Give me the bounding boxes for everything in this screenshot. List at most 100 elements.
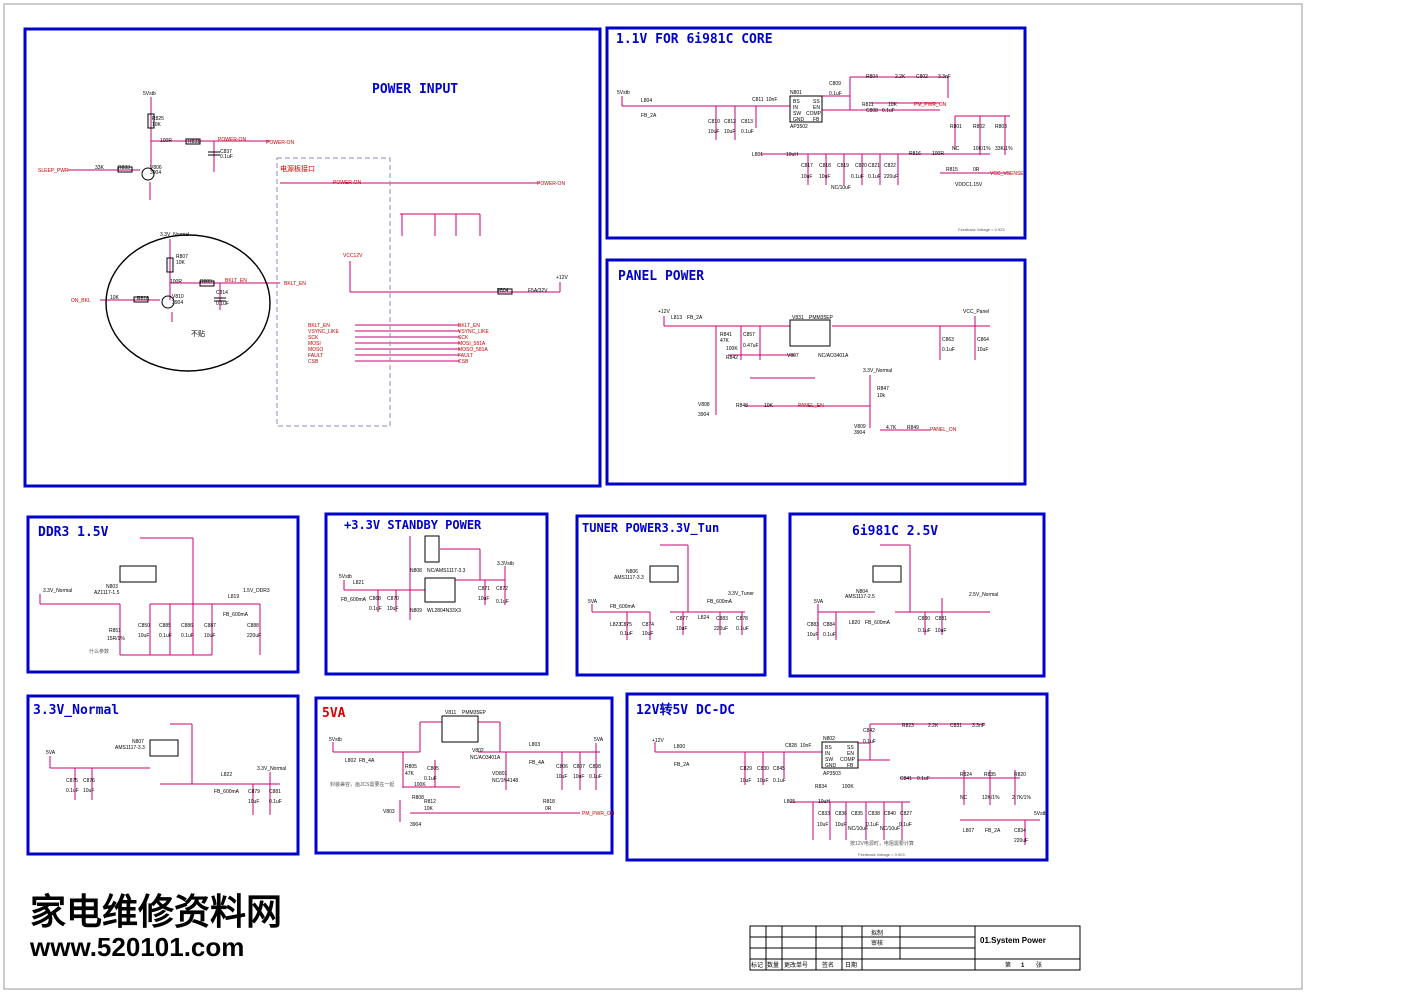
tb-col-2: 更改单号 — [784, 961, 808, 969]
value-r842: 100K — [726, 346, 738, 352]
value-r804: 2.2K — [895, 74, 906, 80]
net-3v3-normal: 3.3V_Normal — [160, 232, 189, 238]
value-r833: 33K — [95, 165, 105, 171]
value-v831: PMM35EP — [809, 315, 834, 321]
value-r803: 33K/1% — [995, 146, 1013, 152]
net-ddr3-out: 1.5V_DDR3 — [243, 588, 270, 594]
value-v810: 3904 — [172, 300, 183, 306]
dcdc-cap-2: C835 — [851, 811, 863, 817]
5va-cap-2: C808 — [589, 764, 601, 770]
tb-col-4: 日期 — [845, 961, 857, 969]
label-n803: N803 — [106, 584, 118, 590]
title-normal: 3.3V_Normal — [33, 703, 119, 718]
standby-cap-3: C872 — [496, 586, 508, 592]
label-l819: L819 — [228, 594, 239, 600]
ic-n801 — [789, 95, 823, 123]
label-l801: L801 — [752, 152, 763, 158]
tuner-cap-1: C874 — [642, 622, 654, 628]
v25-cap-1: C884 — [823, 622, 835, 628]
net-bklt-en-2: BKLT_EN — [284, 281, 306, 287]
core-capv-2: NC/10uF — [831, 185, 851, 191]
value-c841: 0.1uF — [917, 776, 930, 782]
frame-5va — [314, 696, 614, 855]
label-r807: R807 — [176, 254, 188, 260]
normal-cap-3: C881 — [269, 789, 281, 795]
bus-right-0: BKLT_EN — [458, 323, 480, 329]
tuner-cap-0: C875 — [620, 622, 632, 628]
value-c808: 0.1uF — [882, 108, 895, 114]
label-c831: C831 — [950, 723, 962, 729]
value-r811: 10K — [888, 102, 898, 108]
value-c864: 10uF — [977, 347, 988, 353]
core-cap-4: C821 — [868, 163, 880, 169]
net-sleep-pwr: SLEEP_PWR — [38, 168, 69, 174]
ic-n802 — [821, 741, 859, 769]
label-c810: C810 — [708, 119, 720, 125]
bus-right-2: SCK — [458, 335, 469, 341]
core-cap-5: C822 — [884, 163, 896, 169]
value-v802: NC/AO3401A — [470, 755, 501, 761]
bus-right-5: FAULT — [458, 353, 473, 359]
value-r841: 47K — [720, 338, 730, 344]
standby-cap-0: C868 — [369, 596, 381, 602]
net-dcdc-in: +12V — [652, 738, 664, 744]
label-r825: R825 — [152, 116, 164, 122]
label-l823: L823 — [610, 622, 621, 628]
net-vddc: VDDC1.15V — [955, 182, 983, 188]
label-r848: R848 — [736, 403, 748, 409]
label-l813: L813 — [671, 315, 682, 321]
net-5va-out: 5VA — [594, 737, 604, 743]
value-r818: 0R — [545, 806, 552, 812]
net-pm-pwr-on: PM_PWR_ON — [914, 102, 947, 108]
label-c834: C834 — [1014, 828, 1026, 834]
dcdc-caps: C833 C836 C835 C838 C840 C827 10uF 10uF … — [817, 811, 912, 832]
value-n804: AMS1117-2.5 — [845, 594, 875, 600]
ic-n804 — [872, 565, 902, 583]
value-v808: 3904 — [698, 412, 709, 418]
ddr3-cap-2: C886 — [181, 623, 193, 629]
title-v25: 6i981C 2.5V — [852, 524, 938, 539]
value-c845: 0.1uF — [773, 778, 786, 784]
tuner-cap-4: C878 — [736, 616, 748, 622]
v25-cap-2: C880 — [918, 616, 930, 622]
power-board-interface — [276, 157, 391, 427]
value-r809: 100R — [170, 279, 182, 285]
net-power-on-2: POWER-ON — [266, 140, 294, 146]
label-v811: V811 — [445, 710, 457, 716]
standby-capv-0: 0.1uF — [369, 606, 382, 612]
ddr3-cap-4: C888 — [247, 623, 259, 629]
5va-capv-1: 10uF — [573, 774, 584, 780]
net-panel-on: PANEL_ON — [930, 427, 957, 433]
value-r849: 4.7K — [886, 425, 897, 431]
tuner-circuit — [591, 544, 745, 640]
core-cap-2: C819 — [837, 163, 849, 169]
normal-capv-3: 0.1uF — [269, 799, 282, 805]
ddr3-cap-3: C887 — [204, 623, 216, 629]
tuner-capv-4: 0.1uF — [736, 626, 749, 632]
label-v809: V809 — [854, 424, 866, 430]
label-r847: R847 — [877, 386, 889, 392]
net-panel-en: PANEL_EN — [798, 403, 824, 409]
net-vcc-panel: VCC_Panel — [963, 309, 989, 315]
dcdc-capv-3: 0.1uF — [866, 822, 879, 828]
label-l800: L800 — [674, 744, 685, 750]
ddr3-capv-0: 10uF — [138, 633, 149, 639]
value-v807: NC/AO3401A — [818, 353, 849, 359]
tb-col-1: 数量 — [767, 961, 779, 969]
normal-circuit — [49, 723, 280, 815]
ic-n806 — [649, 565, 679, 583]
bus-left-labels: BKLT_EN VSYNC_LIKE SCK MOSI MOSO FAULT C… — [308, 323, 340, 365]
title-block — [749, 925, 1081, 971]
bus-right-labels: BKLT_EN VSYNC_LIKE SCK MOSI_581A MOSO_58… — [458, 323, 490, 365]
net-5vstb: 5Vstb — [143, 91, 156, 97]
label-n809: N809 — [410, 608, 422, 614]
title-panel: PANEL POWER — [618, 269, 704, 284]
value-n809: WL2804N33X3 — [427, 608, 461, 614]
frame-dcdc — [625, 692, 1049, 862]
label-v806: V806 — [150, 165, 162, 171]
label-v802: V802 — [472, 748, 484, 754]
net-normal-in: 5VA — [46, 750, 56, 756]
bus-left-2: SCK — [308, 335, 319, 341]
frame-tuner — [575, 514, 767, 677]
value-r825: 10K — [152, 122, 162, 128]
